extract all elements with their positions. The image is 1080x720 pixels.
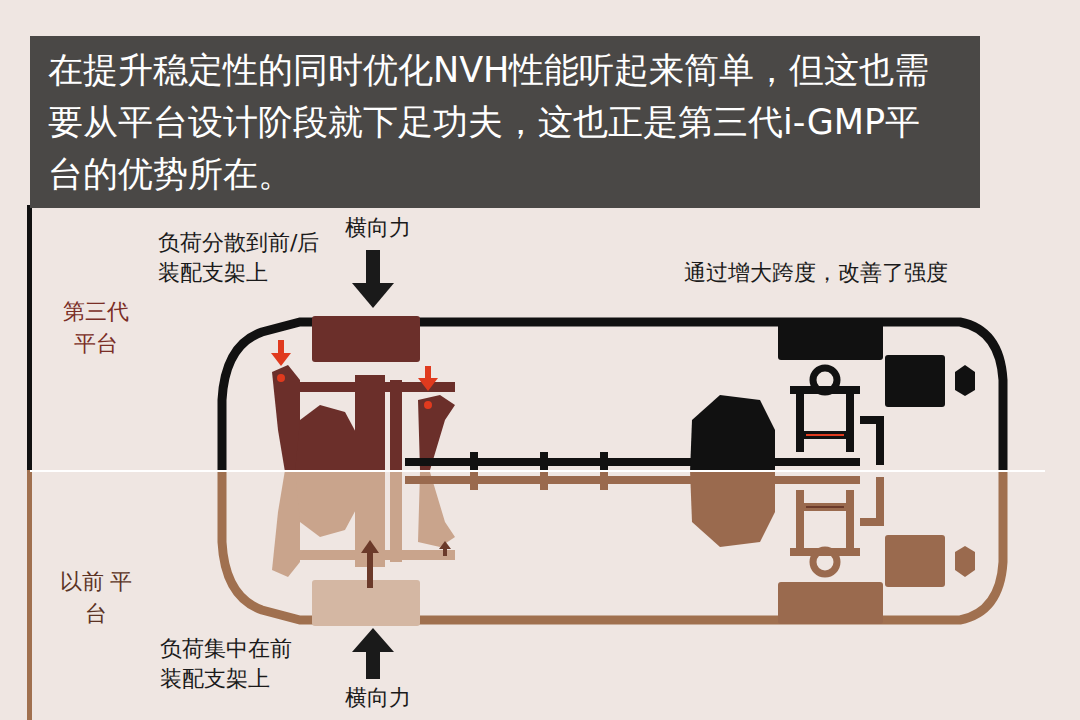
rect-shape (366, 250, 380, 284)
polygon-shape (418, 378, 438, 391)
divider-line (30, 470, 1045, 472)
annotation-label: 通过增大跨度，改善了强度 (684, 259, 1004, 287)
old-platform-car (222, 470, 1003, 626)
side-bar (27, 205, 32, 470)
annotation-label: 以前 平台 (54, 566, 138, 630)
polygon-shape (271, 353, 291, 366)
polygon-shape (352, 283, 394, 308)
rect-shape (425, 366, 431, 379)
red-arrows (271, 340, 438, 409)
annotation-label: 横向力 (338, 684, 418, 712)
side-bar (27, 470, 32, 720)
annotation-label: 横向力 (338, 214, 418, 242)
annotation-label: 负荷集中在前装配支架上 (160, 634, 310, 694)
polygon-shape (352, 628, 394, 652)
rect-shape (443, 548, 447, 556)
circle-shape (424, 401, 432, 409)
circle-shape (277, 374, 285, 382)
small-arrows (361, 540, 451, 588)
polygon-shape (439, 541, 451, 549)
annotation-label: 负荷分散到前/后装配支架上 (158, 228, 320, 288)
rect-shape (367, 552, 373, 588)
title-text: 在提升稳定性的同时优化NVH性能听起来简单，但这也需要从平台设计阶段就下足功夫，… (48, 44, 948, 200)
new-platform-car (222, 316, 1003, 472)
title-banner: 在提升稳定性的同时优化NVH性能听起来简单，但这也需要从平台设计阶段就下足功夫，… (30, 36, 980, 208)
rect-shape (278, 340, 284, 354)
force-arrow (352, 250, 394, 679)
rect-shape (366, 651, 380, 679)
annotation-label: 第三代 平台 (54, 296, 138, 360)
polygon-shape (361, 540, 379, 553)
